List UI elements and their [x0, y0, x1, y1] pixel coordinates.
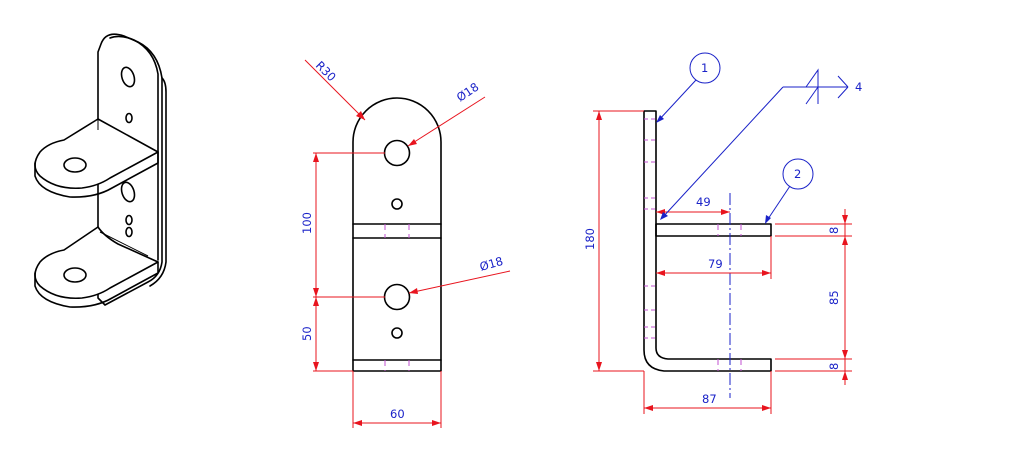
- balloon-2-label: 2: [794, 167, 801, 181]
- iso-upright-hole-small-1: [125, 112, 133, 124]
- dim-r30: R30: [313, 58, 339, 84]
- iso-lower-flange: [34, 226, 159, 300]
- front-hole-small-2: [391, 327, 403, 339]
- dim-60: 60: [390, 407, 405, 421]
- balloon-1: [689, 52, 721, 84]
- side-hidden-lines: [644, 118, 742, 371]
- dim-50: 50: [300, 326, 314, 341]
- dim-79: 79: [708, 257, 723, 271]
- side-top-flange: [655, 223, 772, 237]
- dim-85: 85: [827, 290, 841, 305]
- dim-hole-mid: Ø18: [478, 254, 505, 274]
- front-hole-small-1: [391, 198, 403, 210]
- side-profile: [643, 110, 772, 372]
- side-view: 180 49 79 87 8 85 8 1: [583, 52, 862, 414]
- dim-hole-top: Ø18: [454, 80, 481, 105]
- dim-8-bottom: 8: [827, 363, 841, 370]
- weld-size: 4: [855, 80, 862, 94]
- front-hole-top: [383, 139, 411, 167]
- balloon-1-label: 1: [701, 61, 708, 75]
- dim-180: 180: [583, 228, 597, 250]
- dim-100: 100: [300, 212, 314, 234]
- front-view: R30 Ø18 Ø18 100 50 60: [300, 58, 511, 428]
- iso-upright-hole-top: [120, 66, 136, 88]
- iso-upper-flange-hole: [63, 157, 87, 173]
- front-hole-mid: [383, 283, 411, 311]
- isometric-view: [34, 33, 167, 308]
- balloon-2: [782, 158, 814, 190]
- iso-lower-flange-hole: [63, 267, 87, 283]
- iso-upright-hole-small-3: [125, 226, 133, 238]
- dim-49: 49: [696, 195, 711, 209]
- iso-upright-hole-mid: [120, 181, 136, 203]
- dim-8-top: 8: [827, 227, 841, 234]
- iso-upright-plate: [97, 33, 163, 306]
- iso-upright-hole-small-2: [125, 214, 133, 226]
- weld-symbol: 4: [660, 68, 862, 220]
- iso-upright-edge: [109, 35, 159, 261]
- dim-87: 87: [702, 392, 717, 406]
- front-outline: [352, 97, 442, 372]
- iso-upper-flange: [34, 118, 159, 190]
